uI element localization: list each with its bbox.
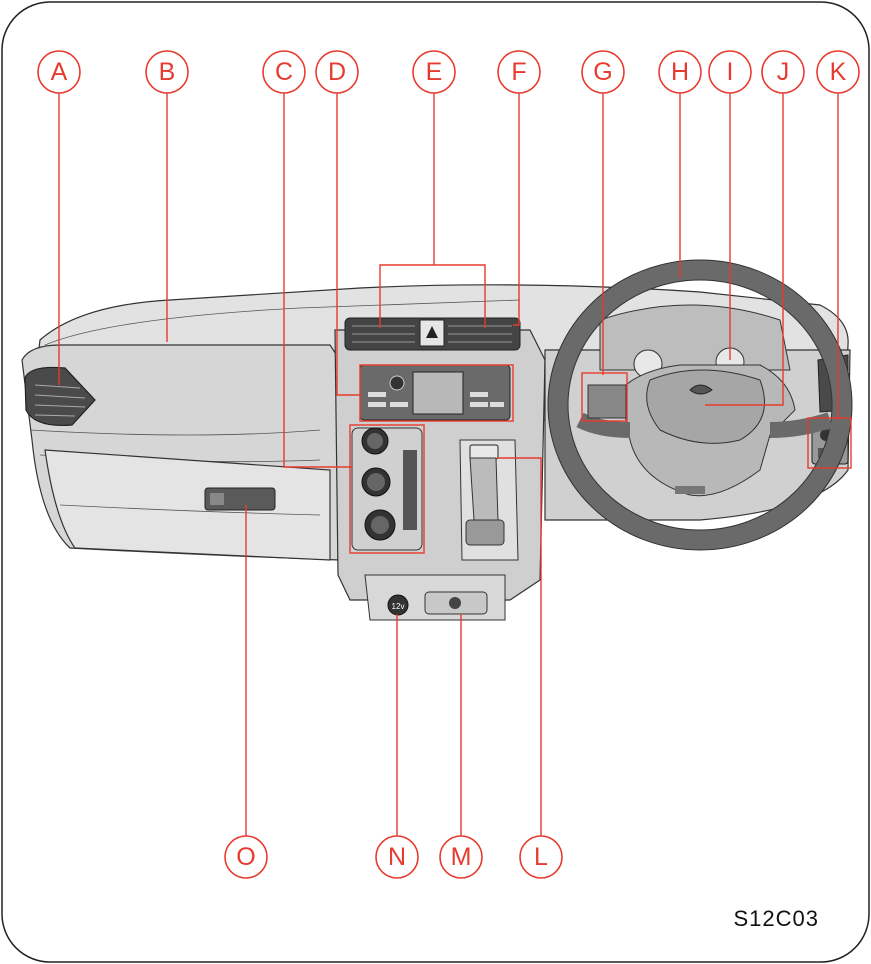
callout-label: A <box>51 58 68 86</box>
callout-label: C <box>275 58 293 86</box>
callout-M: M <box>439 835 483 879</box>
callout-D: D <box>315 50 359 94</box>
callout-N: N <box>375 835 419 879</box>
callout-label: O <box>236 843 255 871</box>
callout-L: L <box>519 835 563 879</box>
callout-label: M <box>451 843 472 871</box>
callout-C: C <box>262 50 306 94</box>
callout-B: B <box>145 50 189 94</box>
leader-lines <box>58 90 852 838</box>
callout-label: J <box>777 58 790 86</box>
callout-J: J <box>761 50 805 94</box>
callout-label: I <box>727 58 734 86</box>
callout-label: L <box>534 843 548 871</box>
dashboard-illustration: 12v <box>21 259 853 621</box>
callout-A: A <box>37 50 81 94</box>
callout-H: H <box>658 50 702 94</box>
callout-label: N <box>388 843 406 871</box>
power-socket-label: 12v <box>392 602 405 611</box>
callout-I: I <box>708 50 752 94</box>
callout-E: E <box>412 50 456 94</box>
callout-label: K <box>830 58 847 86</box>
callout-F: F <box>497 50 541 94</box>
callout-label: E <box>426 58 443 86</box>
callout-O: O <box>224 835 268 879</box>
figure-code: S12C03 <box>733 906 819 931</box>
callout-label: G <box>593 58 612 86</box>
callout-label: B <box>159 58 176 86</box>
callout-label: H <box>671 58 689 86</box>
callout-K: K <box>816 50 860 94</box>
callout-label: F <box>511 58 526 86</box>
callout-label: D <box>328 58 346 86</box>
callout-G: G <box>581 50 625 94</box>
